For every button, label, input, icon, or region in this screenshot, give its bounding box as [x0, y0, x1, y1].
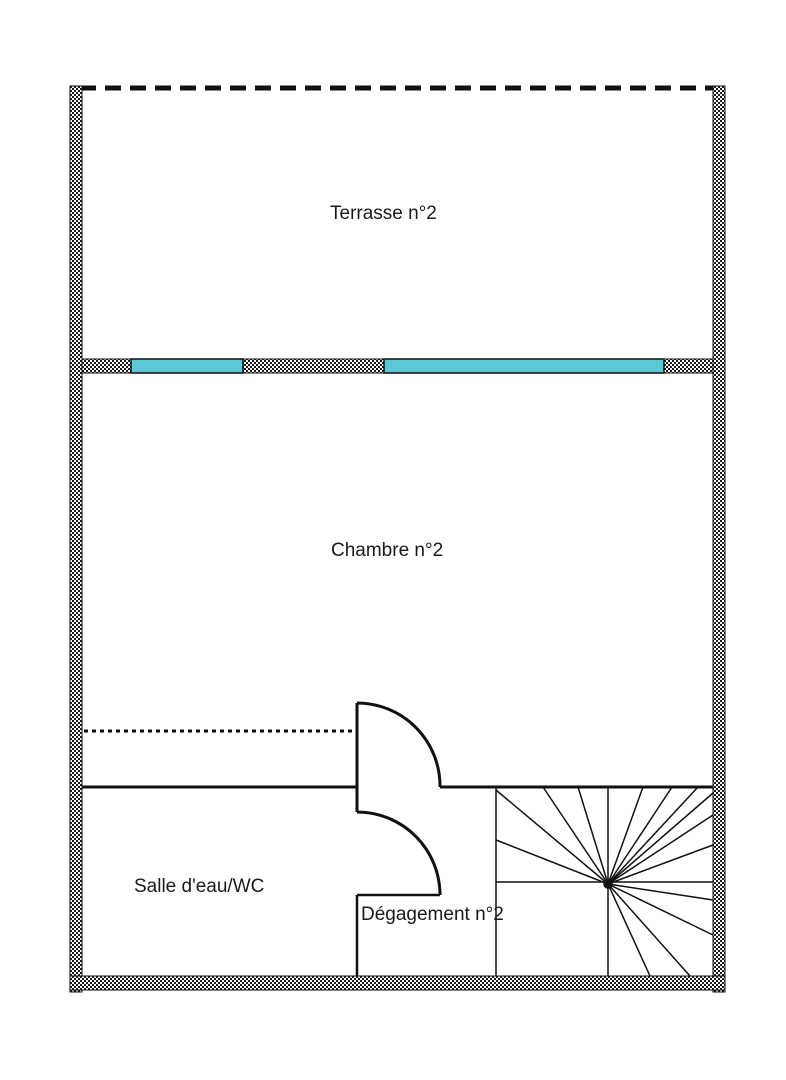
door-bathroom[interactable]: [356, 810, 442, 896]
door-bedroom[interactable]: [356, 701, 442, 788]
left-wall: [69, 85, 83, 993]
room-label-salle-eau: Salle d'eau/WC: [134, 876, 264, 897]
window-left: [130, 358, 244, 374]
right-wall: [712, 85, 726, 993]
room-label-terrasse: Terrasse n°2: [330, 203, 437, 224]
window-right: [383, 358, 665, 374]
room-label-chambre: Chambre n°2: [331, 540, 443, 561]
staircase: [495, 786, 714, 977]
room-label-degagement: Dégagement n°2: [361, 904, 504, 925]
bottom-wall: [69, 975, 726, 991]
